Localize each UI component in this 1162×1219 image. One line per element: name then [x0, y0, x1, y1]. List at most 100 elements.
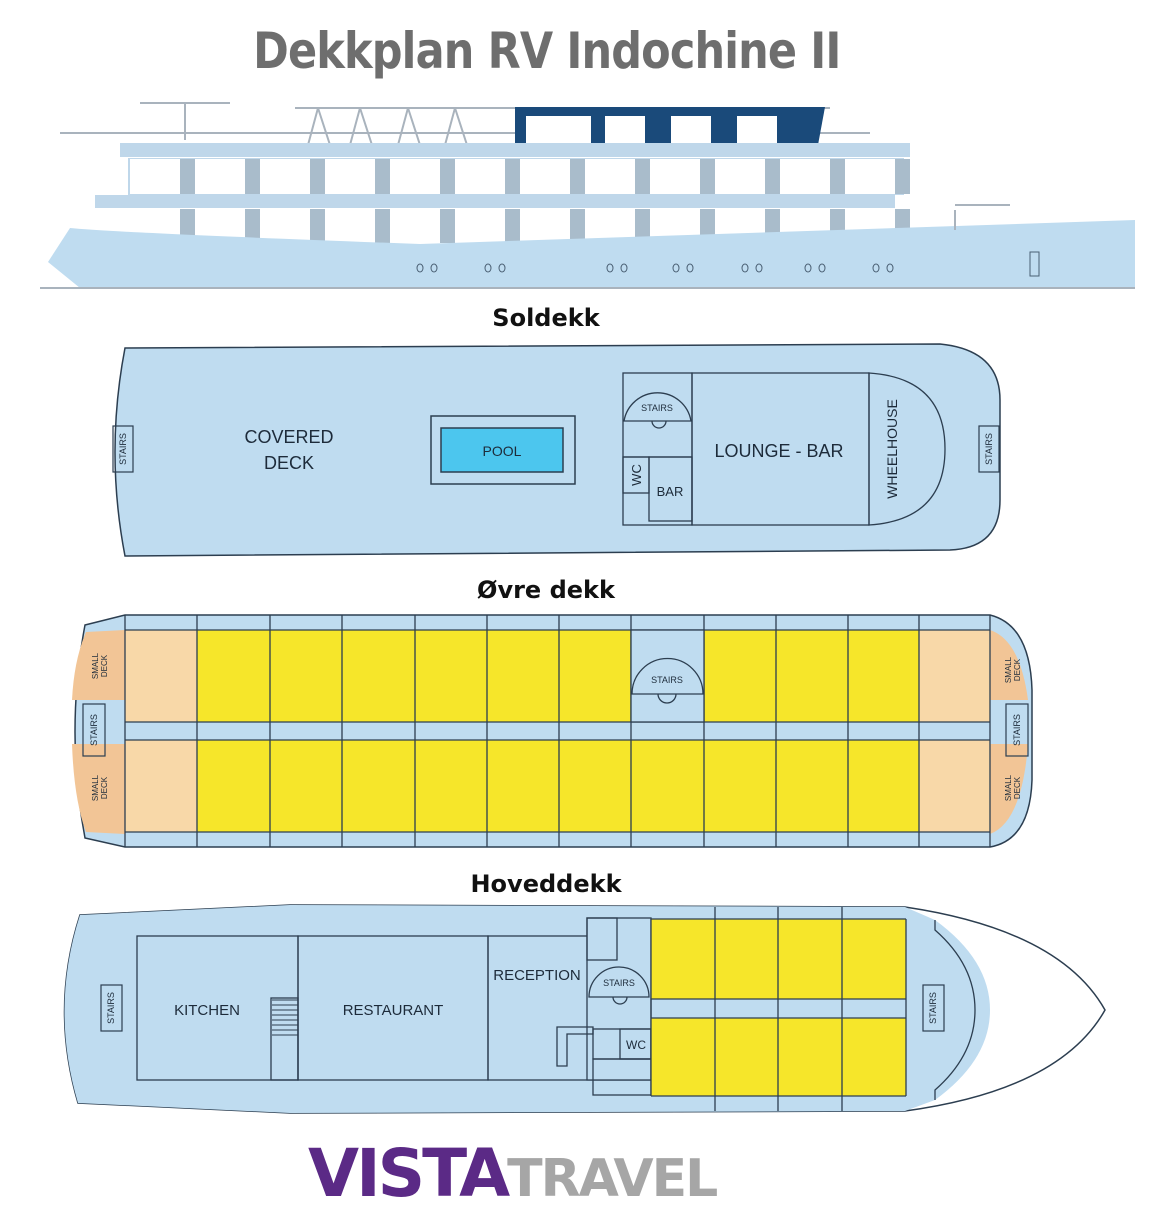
- window: [650, 159, 700, 194]
- porthole: [416, 263, 424, 273]
- stairs-fore-label: STAIRS: [1012, 714, 1022, 746]
- porthole: [620, 263, 628, 273]
- window: [195, 159, 245, 194]
- cabin: [559, 740, 631, 832]
- window: [325, 159, 375, 194]
- porthole: [804, 263, 812, 273]
- bow-door: [1029, 251, 1040, 277]
- hull: [48, 220, 1135, 288]
- porthole: [498, 263, 506, 273]
- side-profile: [40, 102, 1135, 289]
- cabin: [704, 630, 776, 722]
- sun-deck-railings: [60, 102, 870, 146]
- pillar: [440, 209, 455, 243]
- window: [455, 159, 505, 194]
- porthole: [606, 263, 614, 273]
- cabin: [487, 630, 559, 722]
- pool-surround: [430, 415, 576, 485]
- stairs-aft-label: STAIRS: [106, 992, 116, 1024]
- pillar: [830, 159, 845, 194]
- window: [585, 159, 635, 194]
- stairs-fore: [922, 984, 945, 1032]
- cabin-aft-starboard: [125, 740, 197, 832]
- stairs-center: [631, 657, 704, 695]
- pillar: [310, 209, 325, 243]
- small-deck-aft-port: [72, 630, 125, 700]
- middle-deck-band: [95, 195, 895, 208]
- cabin: [715, 919, 778, 999]
- pillar: [440, 159, 455, 194]
- wheelhouse-label: WHEELHOUSE: [884, 399, 900, 499]
- cabin: [415, 740, 487, 832]
- small-deck-label-2: DECK: [100, 654, 109, 677]
- pillar: [895, 159, 910, 194]
- cabin-fore-port: [919, 630, 990, 722]
- stairs-fore: [978, 425, 1000, 473]
- cabin: [270, 740, 342, 832]
- pillar: [180, 159, 195, 194]
- lounge-bar-label: LOUNGE - BAR: [714, 441, 843, 461]
- pillar: [570, 209, 585, 243]
- stairs-fore: [1005, 703, 1029, 757]
- small-deck-label: SMALL: [91, 774, 100, 801]
- deck-title-upper: Øvre dekk: [477, 576, 615, 604]
- cabin: [651, 1018, 715, 1096]
- stairs-center: [588, 966, 650, 998]
- small-deck-fore-port: [990, 630, 1028, 700]
- porthole: [818, 263, 826, 273]
- porthole: [755, 263, 763, 273]
- porthole: [872, 263, 880, 273]
- stairs-center-area: [630, 629, 705, 723]
- deck-title-main: Hoveddekk: [470, 870, 622, 898]
- pillar: [245, 209, 260, 243]
- pillar: [245, 159, 260, 194]
- pillar: [635, 159, 650, 194]
- window: [130, 159, 180, 194]
- pillar: [635, 209, 650, 243]
- pool-label: POOL: [483, 443, 522, 459]
- small-deck-label: SMALL: [1004, 774, 1013, 801]
- cabin: [715, 1018, 778, 1096]
- cabin: [651, 919, 715, 999]
- cabin: [559, 630, 631, 722]
- small-deck-aft-starboard: [72, 744, 125, 834]
- stairs-fore-label: STAIRS: [928, 992, 938, 1024]
- vista-travel-logo: VISTATRAVEL: [308, 1141, 718, 1210]
- porthole: [430, 263, 438, 273]
- deck-title-sun: Soldekk: [492, 304, 600, 332]
- deck-plan-upper: STAIRS STAIRS STAIRS SMALL DECK SMALL DE…: [72, 614, 1033, 848]
- cabin-aft-port: [125, 630, 197, 722]
- stairs-fore-label: STAIRS: [984, 433, 994, 465]
- cabin: [342, 740, 415, 832]
- wheelhouse: [868, 372, 946, 526]
- cabin: [704, 740, 776, 832]
- deck-plan-main: STAIRS KITCHEN RESTAURANT RECEPTION STAI…: [63, 904, 1106, 1114]
- stairs-aft: [112, 425, 134, 473]
- cabin: [270, 630, 342, 722]
- window: [325, 209, 375, 243]
- stairs-aft-label: STAIRS: [118, 433, 128, 465]
- porthole: [886, 263, 894, 273]
- porthole: [484, 263, 492, 273]
- pool: [440, 427, 564, 473]
- covered-deck-label: COVERED: [244, 427, 333, 447]
- small-deck-label-2: DECK: [1013, 658, 1022, 681]
- cabin: [776, 740, 848, 832]
- restaurant-label: RESTAURANT: [343, 1002, 444, 1019]
- stairs-center-label: STAIRS: [651, 675, 683, 685]
- bar-label: BAR: [657, 484, 684, 499]
- window: [520, 159, 570, 194]
- cabin: [848, 740, 919, 832]
- stairs-center-label: STAIRS: [641, 403, 673, 413]
- porthole: [672, 263, 680, 273]
- stairs-aft: [100, 984, 123, 1032]
- pillar: [765, 159, 780, 194]
- pillar: [570, 159, 585, 194]
- cabin-fore-starboard: [919, 740, 990, 832]
- small-deck-label: SMALL: [91, 652, 100, 679]
- stairs-center-label: STAIRS: [603, 978, 635, 988]
- pillar: [310, 159, 325, 194]
- cabin: [197, 630, 270, 722]
- cabin: [487, 740, 559, 832]
- window: [715, 159, 765, 194]
